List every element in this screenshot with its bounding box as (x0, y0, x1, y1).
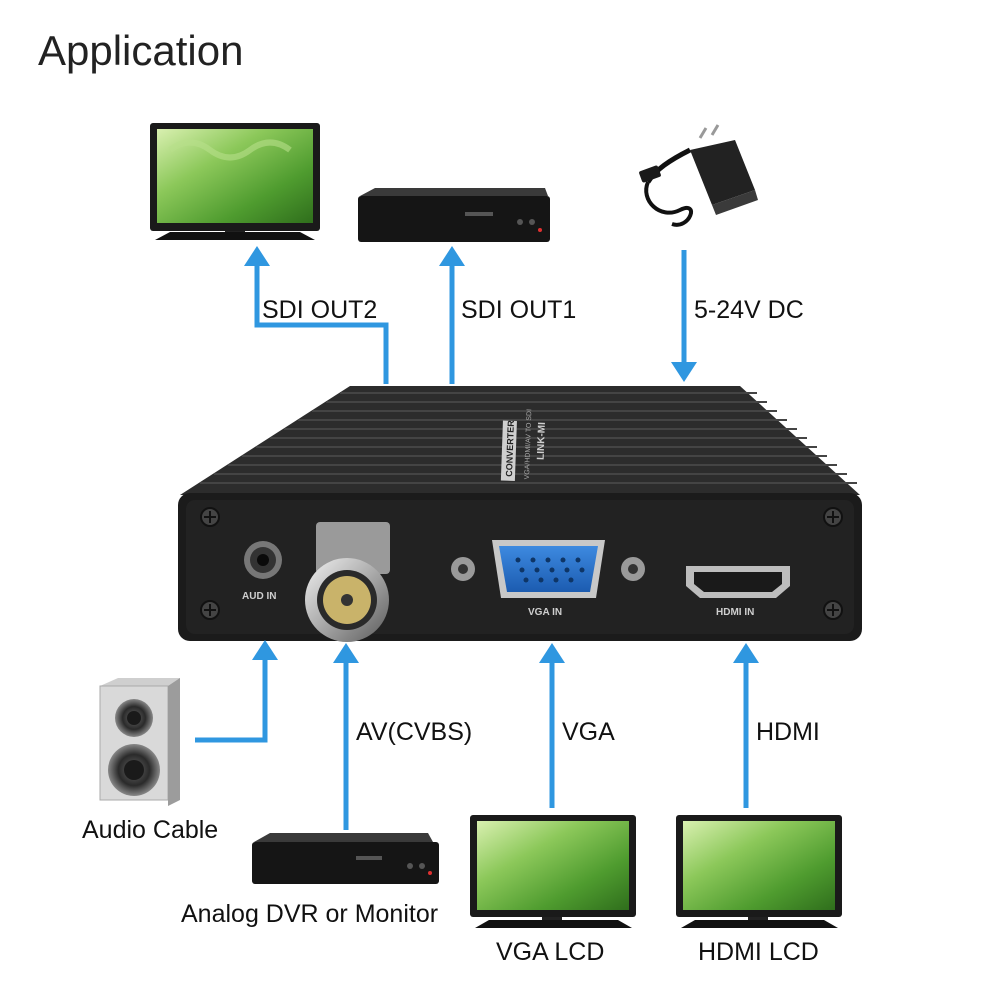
power-arrow (671, 250, 697, 382)
hdmi-in-label: HDMI IN (716, 607, 754, 618)
audio-arrow (195, 640, 278, 743)
vga-label: VGA (562, 718, 615, 746)
hdmi-lcd-label: HDMI LCD (698, 938, 819, 966)
converter-device: AUD IN (178, 386, 862, 642)
model-text: VGA/HDMI/AV TO SDI (524, 409, 533, 480)
sdi-out1-recorder (358, 188, 550, 242)
av-arrow (333, 643, 359, 830)
sdi-out2-monitor (150, 123, 320, 240)
vga-in-label: VGA IN (528, 607, 562, 618)
analog-dvr-label: Analog DVR or Monitor (181, 900, 439, 928)
aud-in-label: AUD IN (242, 591, 276, 602)
av-label: AV(CVBS) (356, 718, 473, 746)
hdmi-label: HDMI (756, 718, 820, 746)
sdi-out1-label: SDI OUT1 (461, 296, 577, 324)
sdi-out1-arrow (439, 246, 465, 384)
hdmi-arrow (733, 643, 759, 808)
brand-text: LINK-MI (536, 422, 548, 460)
power-label: 5-24V DC (694, 296, 804, 324)
vga-in-port (451, 540, 645, 598)
converter-text: CONVERTER (504, 420, 516, 477)
hdmi-lcd-monitor (676, 815, 842, 928)
sdi-out2-label: SDI OUT2 (262, 296, 378, 324)
hdmi-in-port (686, 566, 790, 598)
sdi-out2-arrow (244, 246, 389, 384)
bnc-port (305, 522, 390, 642)
aud-in-port (244, 541, 282, 579)
audio-cable-label: Audio Cable (82, 816, 219, 844)
device-branding: LINK-MI VGA/HDMI/AV TO SDI CONVERTER (500, 409, 548, 481)
speaker-icon (99, 678, 180, 806)
vga-arrow (539, 643, 565, 808)
power-adapter (639, 124, 758, 227)
vga-lcd-monitor (470, 815, 636, 928)
page-title: Application (38, 27, 244, 74)
vga-lcd-label: VGA LCD (496, 938, 605, 966)
analog-dvr (252, 833, 439, 884)
